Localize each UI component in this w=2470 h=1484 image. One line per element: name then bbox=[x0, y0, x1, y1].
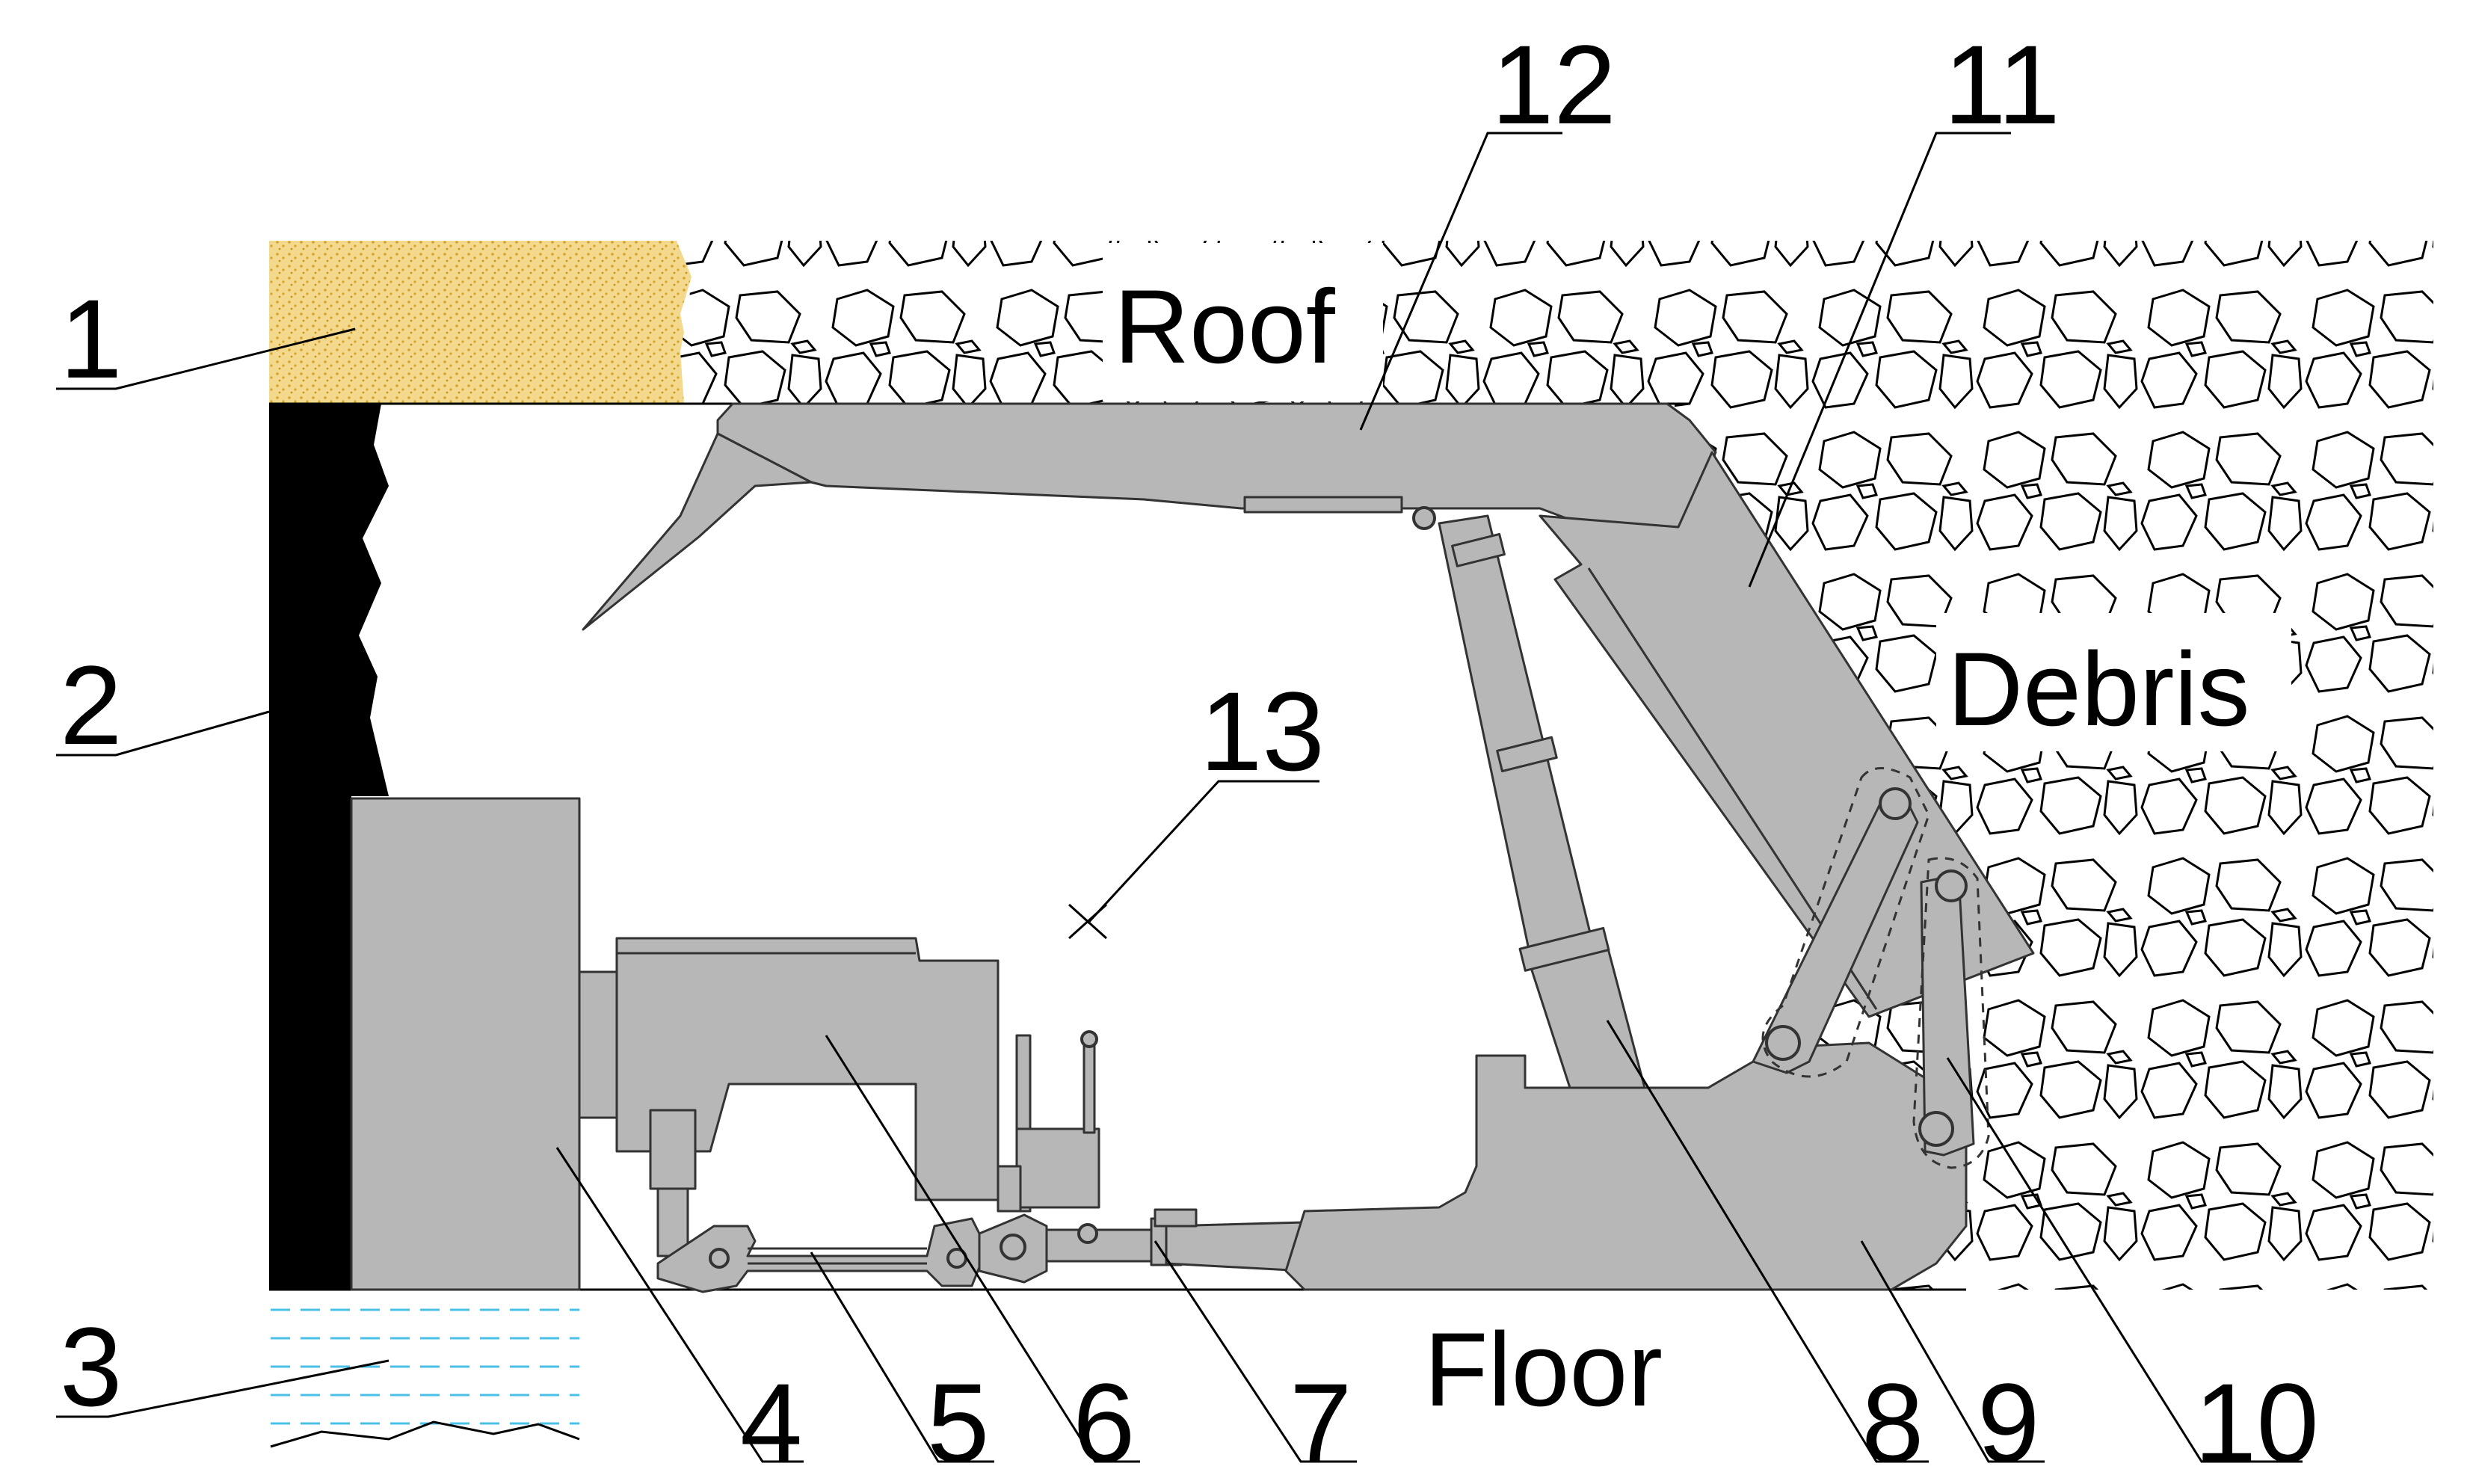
face-equipment bbox=[350, 797, 1100, 1293]
leg-collar-1 bbox=[1451, 532, 1506, 567]
conveyor-drive-stem bbox=[656, 1187, 689, 1257]
coal-seam bbox=[269, 404, 389, 1290]
pin-3 bbox=[1765, 1025, 1801, 1061]
conveyor-drive-column bbox=[649, 1109, 697, 1190]
callout-2: 2 bbox=[60, 642, 122, 768]
callout-1: 1 bbox=[60, 276, 122, 401]
guard-plate bbox=[997, 1165, 1022, 1213]
canopy bbox=[716, 402, 1717, 532]
sandstone-roof bbox=[269, 241, 692, 404]
canopy-shoe bbox=[1243, 496, 1403, 514]
drive-housing bbox=[578, 970, 618, 1119]
control-box bbox=[1015, 1127, 1100, 1209]
hydraulic-support bbox=[582, 402, 2035, 1291]
roof-label-gap bbox=[1103, 243, 1383, 401]
canopy-tip bbox=[582, 432, 813, 631]
callout-5: 5 bbox=[927, 1360, 989, 1484]
control-handle bbox=[1082, 1041, 1096, 1134]
pin-4 bbox=[1918, 1111, 1954, 1147]
scraper-conveyor bbox=[656, 1217, 988, 1293]
callout-numbers: 1 2 3 4 5 6 7 8 9 10 11 12 13 bbox=[60, 22, 2319, 1484]
callout-11: 11 bbox=[1944, 22, 2060, 147]
callout-9: 9 bbox=[1977, 1360, 2039, 1484]
callout-12: 12 bbox=[1491, 22, 1616, 147]
callout-3: 3 bbox=[60, 1304, 122, 1429]
callout-13: 13 bbox=[1200, 668, 1325, 794]
pushing-jack bbox=[978, 1208, 1306, 1284]
floor-label: Floor bbox=[1424, 1311, 1663, 1428]
callout-6: 6 bbox=[1073, 1360, 1135, 1484]
leg-collar-3 bbox=[1518, 926, 1610, 972]
callout-10: 10 bbox=[2194, 1360, 2319, 1484]
rubble-roof bbox=[677, 241, 2433, 1290]
roof-label: Roof bbox=[1114, 268, 1336, 385]
debris-label: Debris bbox=[1947, 630, 2250, 748]
caving-shield bbox=[1539, 451, 2035, 1018]
water-layer bbox=[271, 1308, 579, 1425]
callout-7: 7 bbox=[1290, 1360, 1352, 1484]
pin-1 bbox=[1879, 787, 1912, 820]
pin-2 bbox=[1935, 869, 1968, 902]
coal-cutter-drum bbox=[350, 797, 581, 1291]
callout-4: 4 bbox=[740, 1360, 802, 1484]
callout-8: 8 bbox=[1861, 1360, 1924, 1484]
debris-label-gap bbox=[1936, 613, 2291, 751]
base bbox=[1284, 1041, 1968, 1291]
water-break-line bbox=[270, 1420, 580, 1448]
leader-lines bbox=[56, 132, 2303, 1463]
leg-collar-2 bbox=[1496, 736, 1558, 773]
